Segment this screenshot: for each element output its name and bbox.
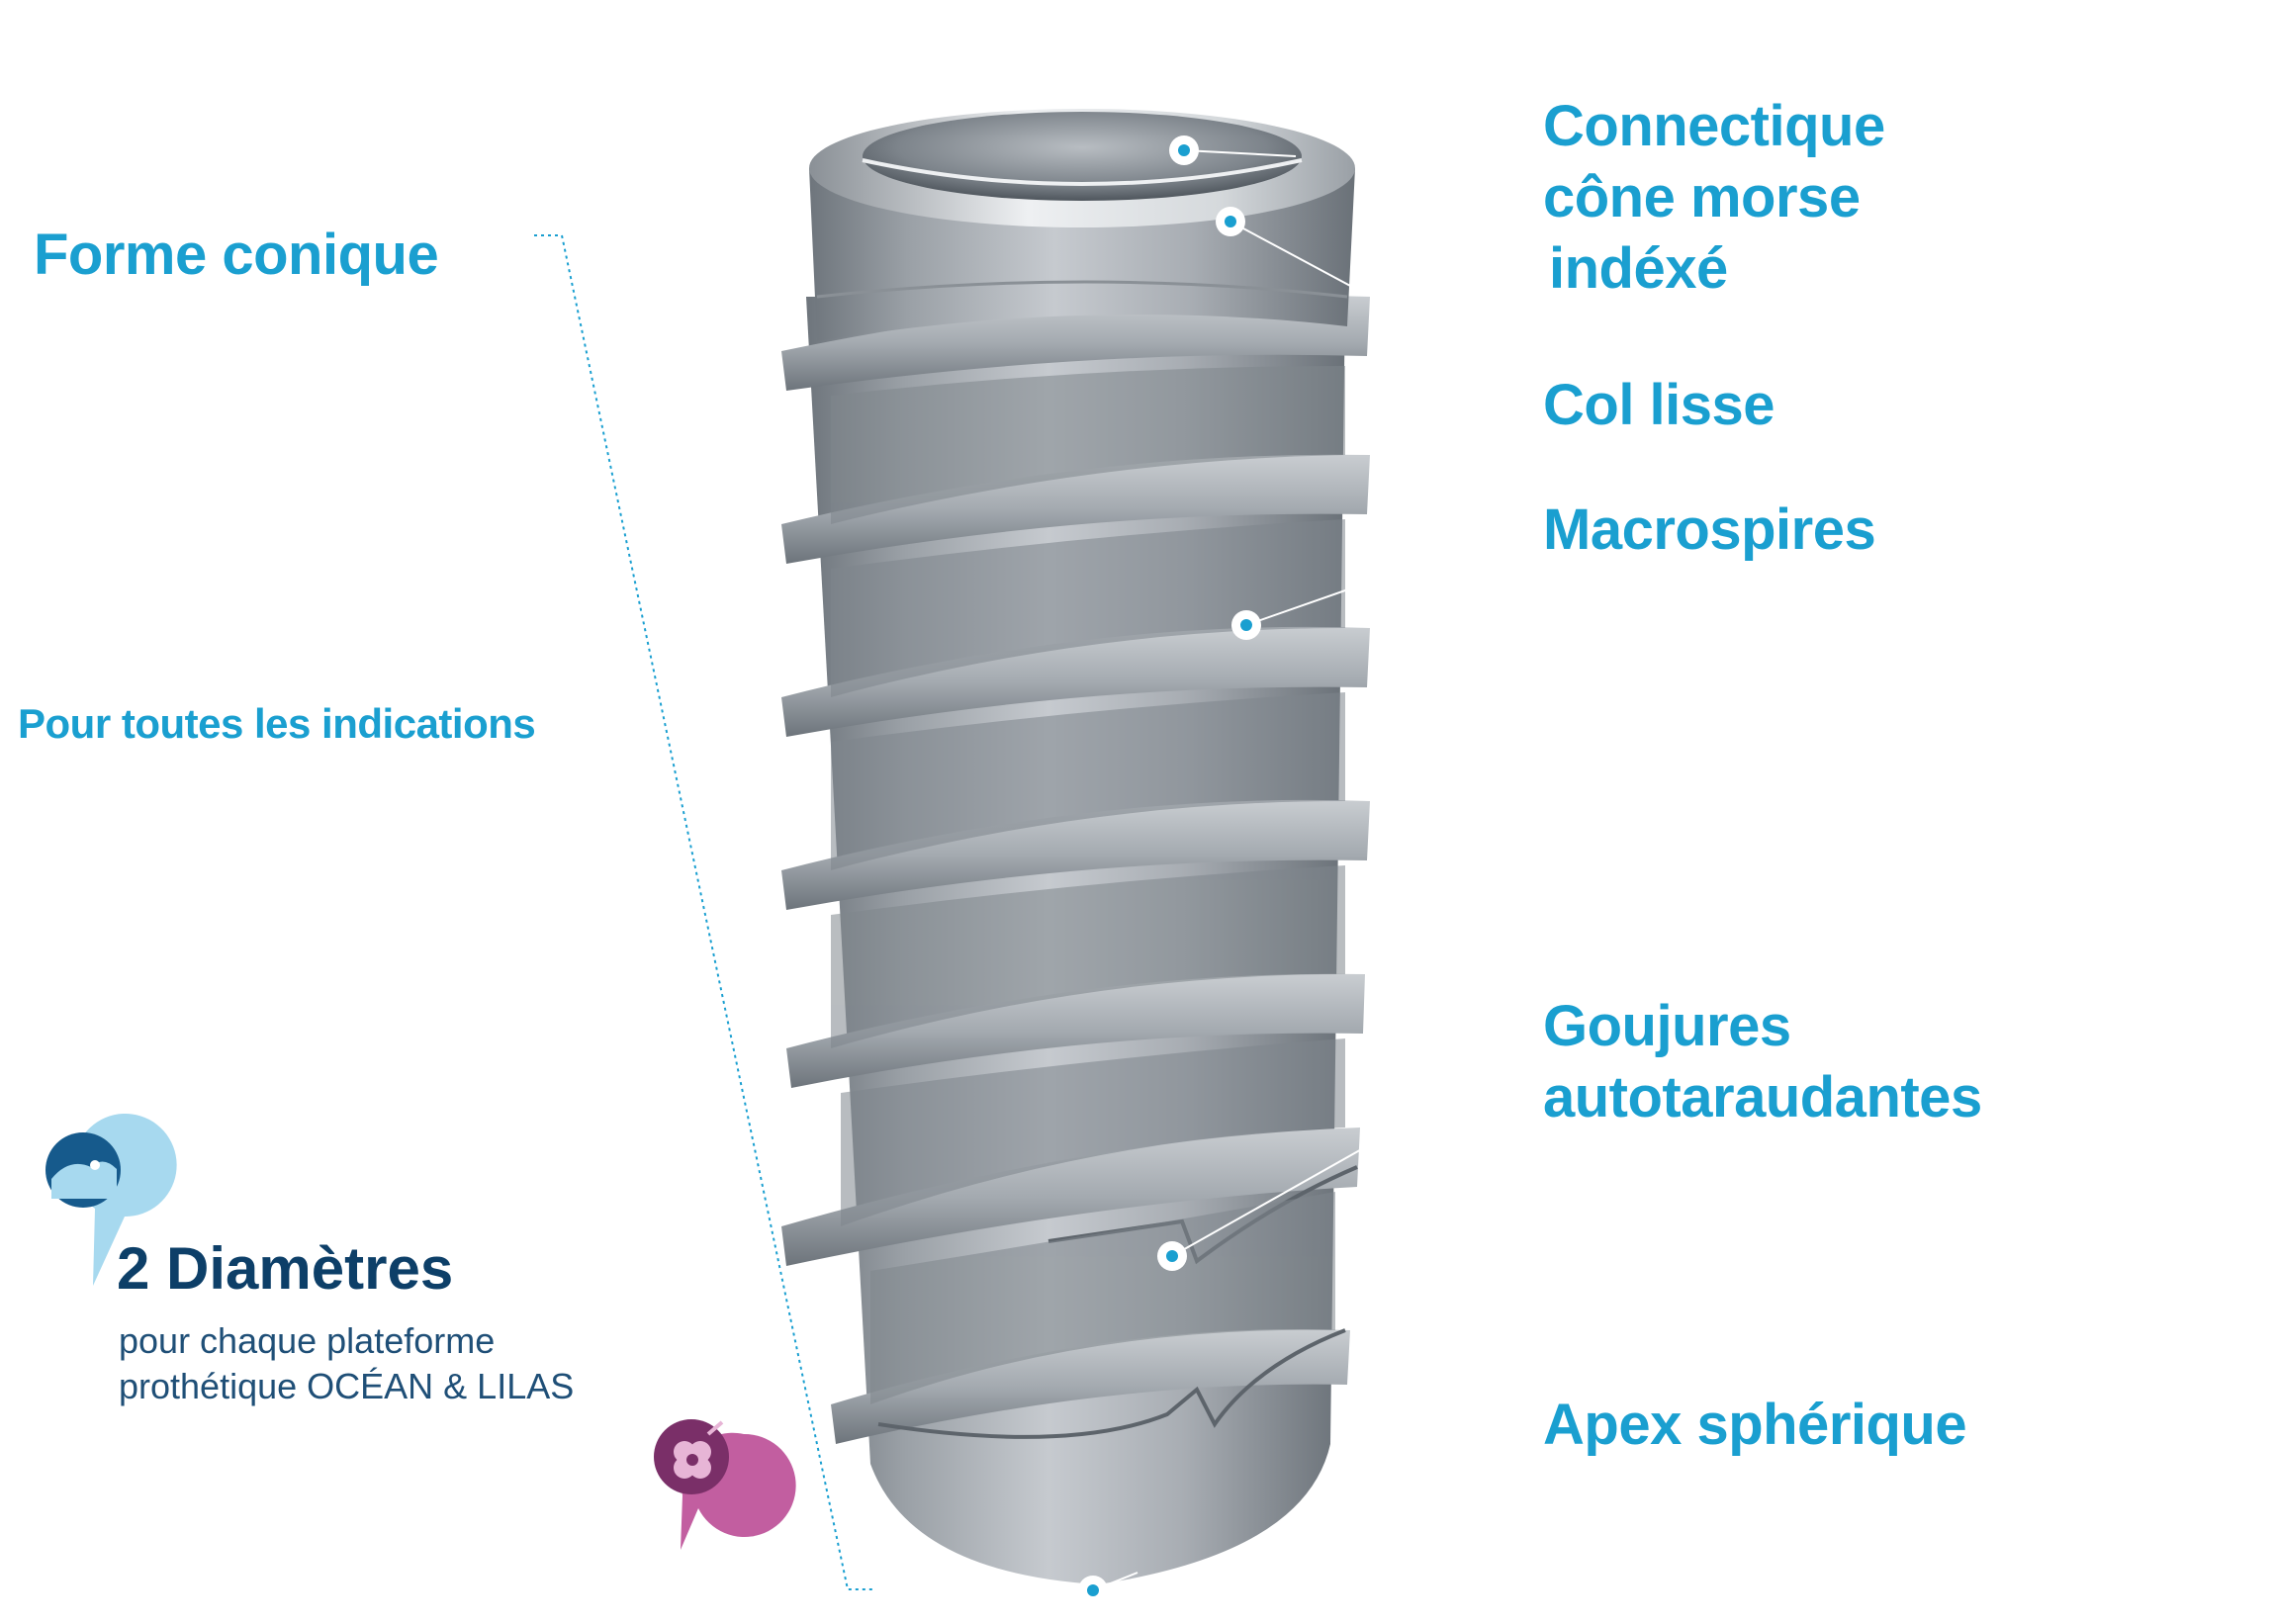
diametres-title: 2 Diamètres xyxy=(117,1235,454,1302)
callout-dot-icon xyxy=(1157,1241,1187,1271)
flower-pin-icon xyxy=(654,1419,796,1550)
label-connectique-line-3: indéxé xyxy=(1549,236,1728,301)
diametres-subtitle: pour chaque plateforme prothétique OCÉAN… xyxy=(119,1318,574,1409)
label-connectique-line-1: Connectique xyxy=(1543,94,1885,158)
implant-threads xyxy=(781,295,1370,1444)
label-pour-toutes-indications: Pour toutes les indications xyxy=(18,700,536,747)
thread-2 xyxy=(781,454,1370,564)
thread-7 xyxy=(831,1328,1350,1444)
callout-dot-icon xyxy=(1216,207,1245,236)
label-forme-conique: Forme conique xyxy=(34,223,439,287)
label-goujures-line-1: Goujures xyxy=(1543,994,1791,1058)
callout-dot-icon xyxy=(1231,610,1261,640)
callout-dot-icon xyxy=(1078,1576,1108,1605)
conical-guide xyxy=(534,234,875,1590)
label-connectique: Connectique cône morse indéxé xyxy=(1543,91,1885,305)
thread-1 xyxy=(781,295,1370,391)
diametres-subtitle-line-2: prothétique OCÉAN & LILAS xyxy=(119,1366,575,1406)
implant-top xyxy=(809,109,1355,227)
callout-dots xyxy=(1078,135,1261,1605)
label-connectique-line-2: cône morse xyxy=(1543,165,1861,229)
diametres-subtitle-line-1: pour chaque plateforme xyxy=(119,1320,496,1361)
thread-3 xyxy=(781,626,1370,737)
label-goujures-line-2: autotaraudantes xyxy=(1543,1065,1982,1129)
label-col-lisse: Col lisse xyxy=(1543,373,1775,437)
thread-4 xyxy=(781,799,1370,910)
callout-lines xyxy=(1092,149,1366,1591)
callout-dot-icon xyxy=(1169,135,1199,165)
thread-5 xyxy=(786,973,1365,1088)
label-goujures: Goujures autotaraudantes xyxy=(1543,991,1982,1133)
thread-6 xyxy=(781,1128,1360,1266)
wave-pin-icon xyxy=(46,1114,177,1286)
label-macrospires: Macrospires xyxy=(1543,497,1876,562)
label-apex: Apex sphérique xyxy=(1543,1393,1967,1457)
